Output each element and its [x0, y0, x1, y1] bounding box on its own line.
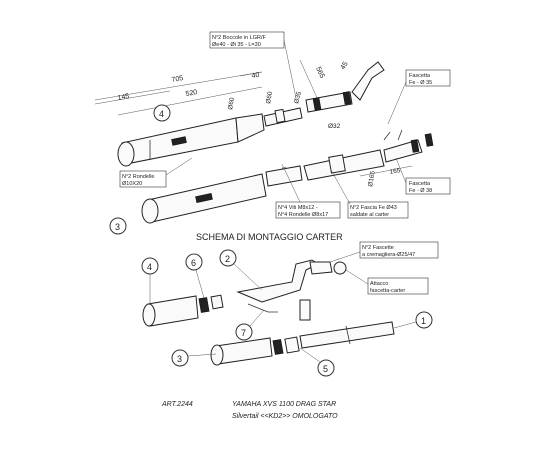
callout-3-top: 3	[109, 217, 127, 235]
svg-text:5: 5	[323, 364, 328, 374]
svg-text:Fe - Ø 38: Fe - Ø 38	[409, 188, 432, 194]
callout-1: 1	[393, 311, 433, 329]
schema-title: SCHEMA DI MONTAGGIO CARTER	[196, 232, 343, 242]
svg-text:Fascetta: Fascetta	[409, 181, 431, 187]
svg-text:3: 3	[115, 222, 120, 232]
dim-d35: Ø35	[293, 90, 303, 104]
label-fascetta-35: Fascetta Fe - Ø 35	[387, 69, 451, 125]
callout-7: 7	[235, 309, 265, 341]
label-attacco: Attacco fascetta-carter	[345, 269, 429, 295]
callout-4: 4	[141, 257, 159, 304]
label-rondelle: N°2 Rondelle Ø10X20	[119, 157, 193, 188]
svg-text:Fascetta: Fascetta	[409, 73, 431, 79]
callout-6: 6	[185, 253, 205, 299]
svg-text:N°4 Rondelle Ø8x17: N°4 Rondelle Ø8x17	[278, 212, 328, 218]
svg-text:a cremagliera-Ø25/47: a cremagliera-Ø25/47	[362, 252, 415, 258]
dim-d60: Ø60	[265, 91, 274, 105]
schema-parts	[142, 259, 395, 366]
svg-text:N°2 Fascette: N°2 Fascette	[362, 245, 394, 251]
upper-pipe	[263, 61, 385, 127]
dim-d32: Ø32	[328, 123, 341, 130]
svg-text:saldate al carter: saldate al carter	[350, 212, 389, 218]
callout-4-top: 4	[153, 104, 171, 122]
dim-520: 520	[185, 89, 198, 98]
article-number: ART.2244	[161, 401, 193, 408]
dim-145: 145	[117, 93, 130, 102]
model-name: YAMAHA XVS 1100 DRAG STAR	[232, 401, 336, 408]
dim-d165: Ø165	[367, 170, 377, 187]
dim-45: 45	[340, 61, 350, 71]
callout-3: 3	[171, 349, 217, 367]
svg-text:fascetta-carter: fascetta-carter	[370, 288, 405, 294]
lower-muffler	[141, 129, 434, 224]
dim-165: 165	[389, 167, 401, 176]
svg-text:3: 3	[177, 354, 182, 364]
callout-5: 5	[299, 347, 335, 377]
dim-d60b: Ø60	[227, 97, 236, 111]
svg-text:7: 7	[241, 328, 246, 338]
svg-text:N°4 Viti M8x12 -: N°4 Viti M8x12 -	[278, 205, 318, 211]
label-viti: N°4 Viti M8x12 - N°4 Rondelle Ø8x17	[275, 163, 341, 219]
svg-text:N°2 Rondelle: N°2 Rondelle	[122, 174, 154, 180]
svg-text:4: 4	[159, 109, 164, 119]
silvertail-label: Silvertail <<KD2>> OMOLOGATO	[232, 413, 338, 420]
callout-2: 2	[219, 249, 263, 291]
svg-text:1: 1	[421, 316, 426, 326]
svg-text:Fe - Ø 35: Fe - Ø 35	[409, 80, 432, 86]
label-boccole: N°2 Boccole in LGR/F Øe40 - Øi 35 - L=30	[209, 31, 297, 99]
svg-text:Øe40 - Øi 35 - L=30: Øe40 - Øi 35 - L=30	[212, 42, 261, 48]
label-fascetta-38: Fascetta Fe - Ø 38	[395, 157, 451, 195]
dim-705: 705	[171, 75, 184, 84]
svg-text:2: 2	[225, 254, 230, 264]
label-fascia-fe: N°2 Fascia Fe Ø43 saldate al carter	[329, 167, 409, 219]
upper-muffler	[117, 113, 265, 167]
svg-text:N°2 Fascia Fe Ø43: N°2 Fascia Fe Ø43	[350, 205, 397, 211]
svg-text:Attacco: Attacco	[370, 281, 388, 287]
svg-text:Ø10X20: Ø10X20	[122, 181, 142, 187]
svg-text:6: 6	[191, 258, 196, 268]
label-fascette-crem: N°2 Fascette a cremagliera-Ø25/47	[329, 241, 439, 263]
dim-40: 40	[251, 72, 260, 80]
svg-text:4: 4	[147, 262, 152, 272]
svg-text:N°2 Boccole in LGR/F: N°2 Boccole in LGR/F	[212, 35, 266, 41]
dim-565: 565	[314, 66, 325, 80]
